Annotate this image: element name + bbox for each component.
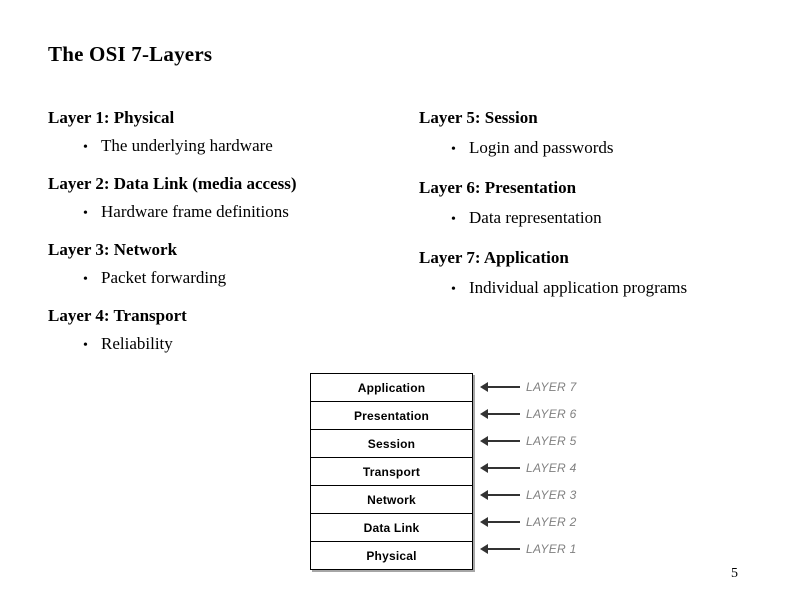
layer-label-row: LAYER 4 (480, 454, 577, 481)
layer-group-transport: Layer 4: Transport • Reliability (48, 306, 408, 354)
page-number: 5 (731, 566, 738, 581)
left-arrow-icon (480, 462, 520, 473)
osi-stack-boxes: Application Presentation Session Transpo… (310, 373, 473, 570)
layer-label-row: LAYER 1 (480, 535, 577, 562)
left-column: Layer 1: Physical • The underlying hardw… (48, 108, 408, 354)
layer-bullet-text: The underlying hardware (101, 136, 273, 155)
stack-row: Transport (311, 458, 472, 486)
layer-bullet-text: Data representation (469, 208, 602, 227)
layer-heading: Layer 5: Session (419, 108, 538, 127)
bullet-icon: • (83, 140, 88, 155)
layer-bullet-item: • The underlying hardware (48, 136, 408, 156)
layer-label-row: LAYER 6 (480, 400, 577, 427)
stack-row: Network (311, 486, 472, 514)
layer-group-session: Layer 5: Session • Login and passwords (419, 108, 779, 158)
layer-label-text: LAYER 7 (526, 379, 577, 394)
bullet-icon: • (83, 206, 88, 221)
layer-group-network: Layer 3: Network • Packet forwarding (48, 240, 408, 288)
left-arrow-icon (480, 489, 520, 500)
layer-label-text: LAYER 3 (526, 487, 577, 502)
layer-bullet-text: Login and passwords (469, 138, 614, 157)
layer-group-application: Layer 7: Application • Individual applic… (419, 248, 779, 298)
layer-heading: Layer 7: Application (419, 248, 569, 267)
bullet-icon: • (451, 282, 456, 297)
layer-heading: Layer 4: Transport (48, 306, 187, 325)
stack-row: Data Link (311, 514, 472, 542)
layer-bullet-text: Individual application programs (469, 278, 688, 297)
bullet-icon: • (83, 338, 88, 353)
right-column: Layer 5: Session • Login and passwords L… (419, 108, 779, 298)
layer-heading: Layer 2: Data Link (media access) (48, 174, 297, 193)
stack-row: Physical (311, 542, 472, 570)
left-arrow-icon (480, 435, 520, 446)
layer-label-row: LAYER 3 (480, 481, 577, 508)
bullet-icon: • (83, 272, 88, 287)
stack-row: Presentation (311, 402, 472, 430)
layer-bullet-text: Packet forwarding (101, 268, 227, 287)
layer-label-text: LAYER 6 (526, 406, 577, 421)
osi-layer-labels: LAYER 7 LAYER 6 LAYER 5 LAYER 4 LAYER 3 … (480, 373, 577, 562)
bullet-icon: • (451, 212, 456, 227)
layer-bullet-item: • Individual application programs (419, 278, 779, 298)
layer-bullet-item: • Packet forwarding (48, 268, 408, 288)
page-title: The OSI 7-Layers (48, 42, 213, 66)
left-arrow-icon (480, 381, 520, 392)
layer-label-text: LAYER 2 (526, 514, 577, 529)
left-arrow-icon (480, 516, 520, 527)
bullet-icon: • (451, 142, 456, 157)
layer-bullet-text: Reliability (101, 334, 173, 353)
layer-label-row: LAYER 2 (480, 508, 577, 535)
layer-heading: Layer 3: Network (48, 240, 178, 259)
layer-group-physical: Layer 1: Physical • The underlying hardw… (48, 108, 408, 156)
layer-group-data-link: Layer 2: Data Link (media access) • Hard… (48, 174, 408, 222)
layer-bullet-item: • Reliability (48, 334, 408, 354)
stack-row: Session (311, 430, 472, 458)
layer-label-text: LAYER 5 (526, 433, 577, 448)
layer-bullet-item: • Data representation (419, 208, 779, 228)
layer-heading: Layer 1: Physical (48, 108, 175, 127)
layer-heading: Layer 6: Presentation (419, 178, 577, 197)
layer-group-presentation: Layer 6: Presentation • Data representat… (419, 178, 779, 228)
layer-label-row: LAYER 7 (480, 373, 577, 400)
layer-bullet-item: • Hardware frame definitions (48, 202, 408, 222)
layer-label-text: LAYER 1 (526, 541, 577, 556)
left-arrow-icon (480, 543, 520, 554)
layer-bullet-text: Hardware frame definitions (101, 202, 289, 221)
stack-row: Application (311, 374, 472, 402)
layer-bullet-item: • Login and passwords (419, 138, 779, 158)
layer-label-row: LAYER 5 (480, 427, 577, 454)
osi-stack-diagram: Application Presentation Session Transpo… (310, 373, 577, 571)
left-arrow-icon (480, 408, 520, 419)
layer-label-text: LAYER 4 (526, 460, 577, 475)
